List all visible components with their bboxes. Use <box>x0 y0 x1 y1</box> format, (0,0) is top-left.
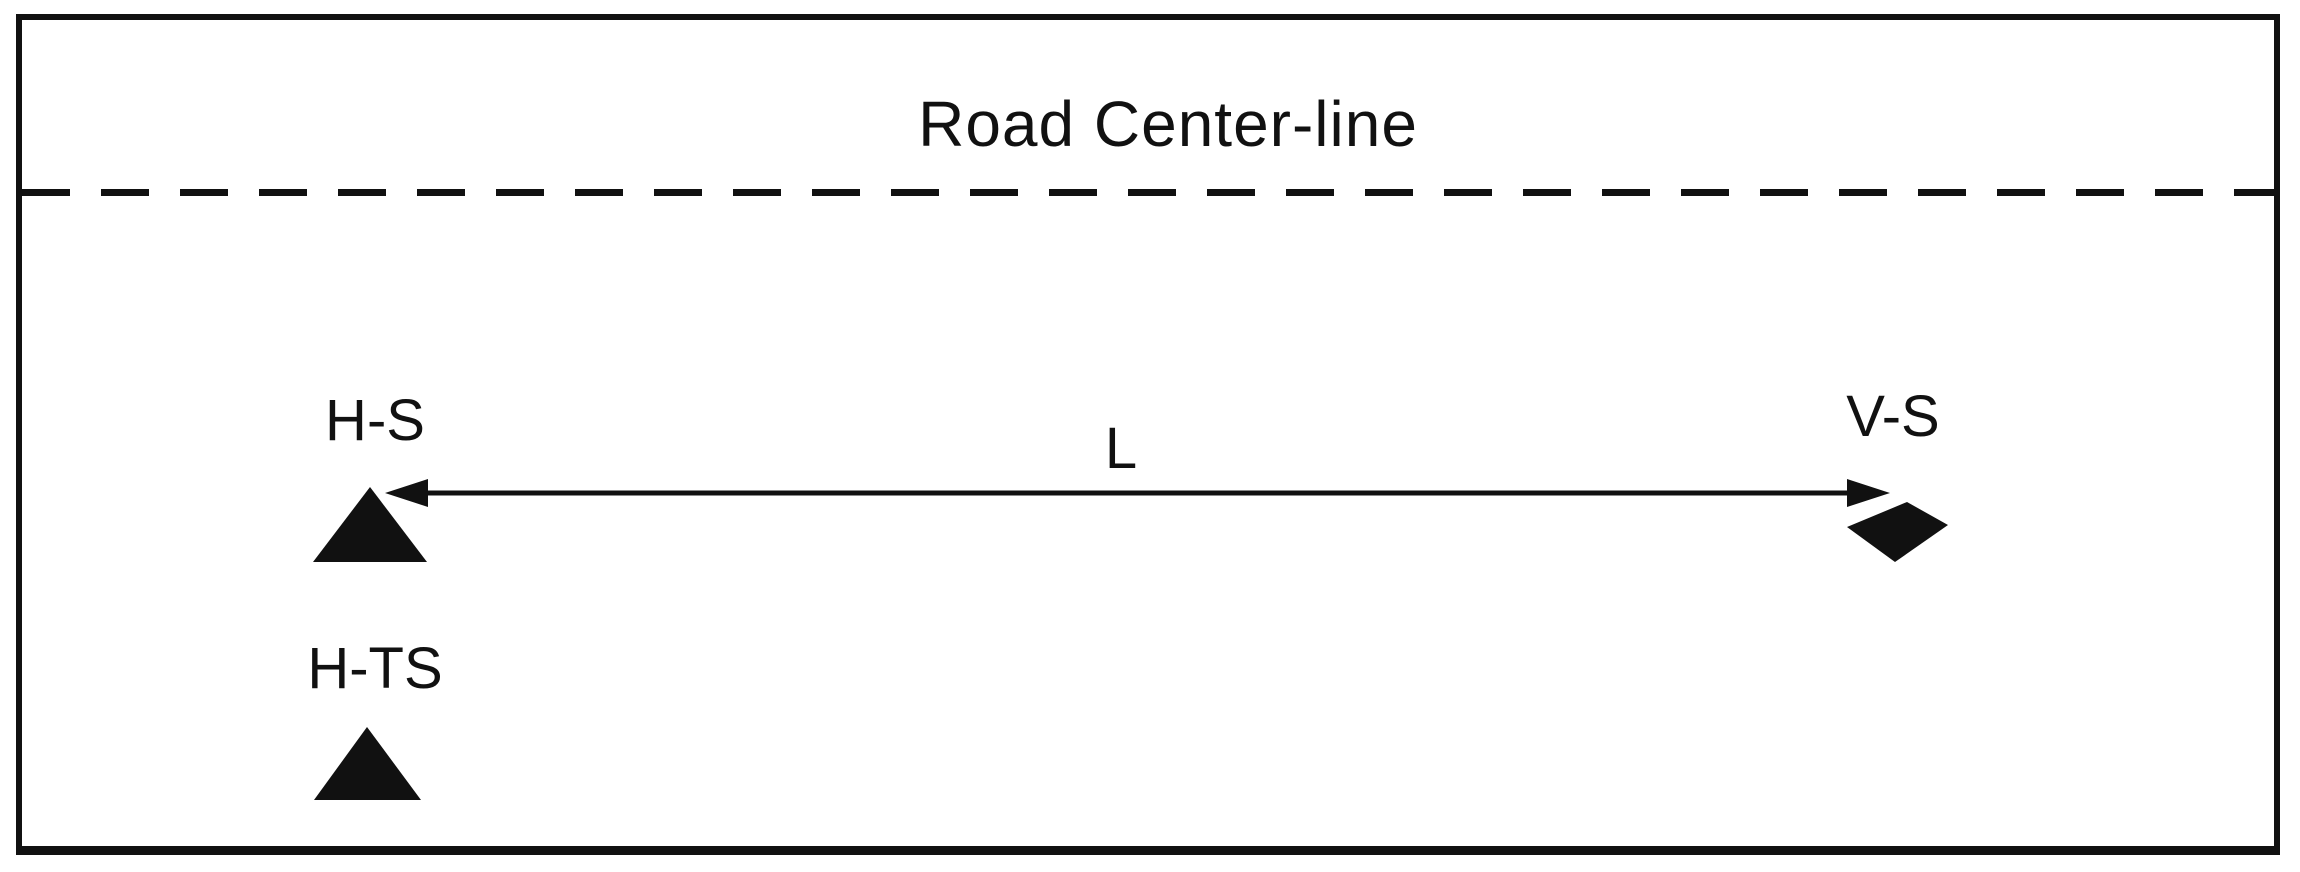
distance-arrow <box>385 479 1890 507</box>
vs-diamond-icon <box>1847 502 1948 562</box>
hs-triangle-icon <box>313 487 427 562</box>
arrowhead-left-icon <box>385 479 428 507</box>
hs-label: H-S <box>325 388 425 453</box>
hts-label: H-TS <box>307 636 443 701</box>
distance-label: L <box>1104 416 1138 481</box>
hts-triangle-icon <box>314 727 421 800</box>
road-boundary-box <box>16 14 2280 855</box>
road-centerline-label: Road Center-line <box>918 88 1418 160</box>
arrowhead-right-icon <box>1847 479 1890 507</box>
road-centerline-dashed-line <box>22 189 2278 196</box>
vs-label: V-S <box>1846 384 1940 449</box>
